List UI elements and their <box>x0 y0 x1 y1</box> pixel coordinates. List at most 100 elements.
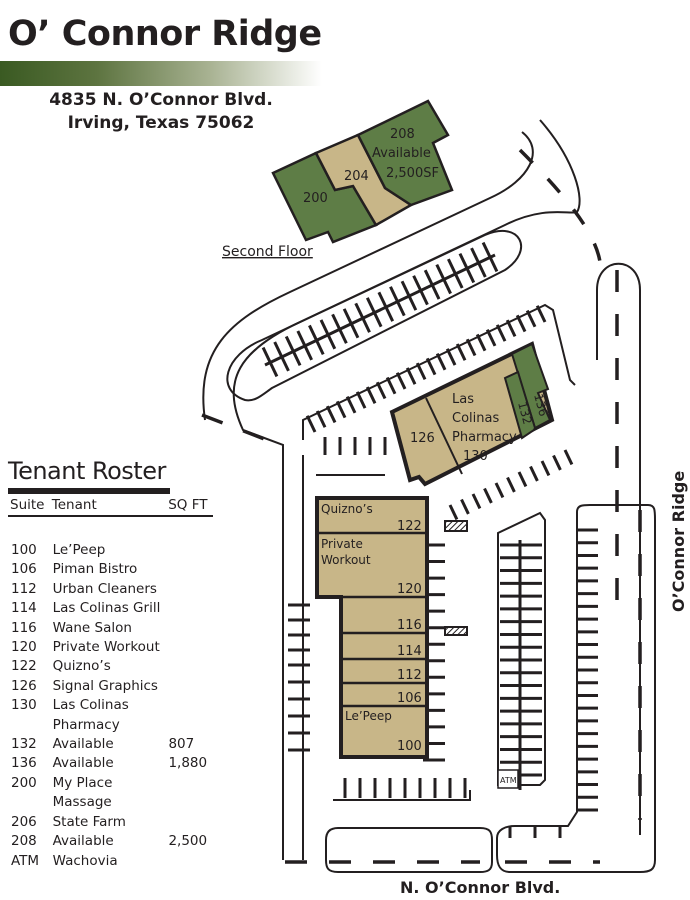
roster-sqft <box>168 599 213 618</box>
parking-stall-line <box>396 300 406 317</box>
roster-sqft <box>168 657 213 676</box>
parking-stall-line <box>284 335 295 352</box>
parking-stall-line <box>372 311 383 328</box>
parking-stall-line <box>268 361 279 378</box>
suite-208-status: Available <box>372 146 431 161</box>
parking-stall-line <box>448 504 459 521</box>
parking-stall-line <box>483 487 493 504</box>
roster-suite: 106 <box>11 561 37 578</box>
parking-stall-line <box>419 289 429 306</box>
parking-stall-line <box>430 283 441 300</box>
suite-120-label: 120 <box>397 582 422 597</box>
roster-suite: 120 <box>11 639 37 656</box>
roster-suite: 130 <box>11 697 37 714</box>
suite-114-label: 114 <box>397 644 422 659</box>
parking-stall-line <box>435 264 446 280</box>
lane-dash-diagonal <box>201 413 281 447</box>
parking-stall-line <box>305 415 317 433</box>
parking-stall-line <box>552 454 562 471</box>
roster-suite: 122 <box>11 658 37 675</box>
suite-208-label: 208 <box>390 127 415 142</box>
roster-sqft <box>168 541 213 560</box>
parking-stall-line <box>384 306 395 322</box>
parking-stall-line <box>389 286 399 302</box>
parking-stall-line <box>377 291 388 308</box>
roster-suite: 136 <box>11 755 37 772</box>
parking-stall-line <box>535 305 547 323</box>
parking-stall-line <box>525 309 537 328</box>
suite-112-label: 112 <box>397 668 422 683</box>
lot-boundary-inner <box>232 119 581 860</box>
roster-sqft <box>168 580 213 599</box>
street-label-right: O’Connor Ridge <box>669 471 688 612</box>
suite-106-label: 106 <box>397 691 422 706</box>
roster-title: Tenant Roster <box>8 457 166 485</box>
parking-stall-line <box>407 295 418 311</box>
suite-130-name-2: Colinas <box>452 411 499 426</box>
parking-stall-line <box>471 493 482 510</box>
parking-stall-line <box>261 346 272 363</box>
suite-100-name: Le’Peep <box>345 709 392 723</box>
parking-stall-line <box>395 372 407 390</box>
atm-label: ATM <box>500 776 517 785</box>
suite-130-name-3: Pharmacy <box>452 430 517 445</box>
parking-stall-line <box>563 449 574 466</box>
parking-stall-line <box>475 333 487 352</box>
building-outline <box>315 496 429 759</box>
parking-stall-line <box>319 319 330 336</box>
parking-island-bottom-left <box>325 827 493 873</box>
strip-rear-edge <box>333 790 471 801</box>
roster-sqft <box>168 560 213 579</box>
suite-208-size: 2,500SF <box>386 166 439 181</box>
parking-stall-line <box>435 352 447 371</box>
suite-130-name-1: Las <box>452 392 474 407</box>
suite-divider <box>425 397 463 475</box>
parking-stall-line <box>465 267 476 284</box>
parking-stall-line <box>506 476 516 493</box>
parking-stall-line <box>385 376 397 395</box>
parking-stall-line <box>400 280 411 297</box>
parking-stall-line <box>529 465 539 482</box>
roster-suite: 126 <box>11 677 37 694</box>
parking-stall-line <box>335 400 347 419</box>
suite-126-label: 126 <box>410 431 435 446</box>
second-floor-building <box>271 99 454 244</box>
suite-204-label: 204 <box>344 169 369 184</box>
parking-stall-line <box>415 362 427 381</box>
parking-stall-line <box>345 395 357 414</box>
parking-stall-line <box>495 324 507 342</box>
parking-stall-line <box>325 405 337 424</box>
roster-suite: 100 <box>11 542 37 558</box>
roster-title-rule <box>8 488 170 494</box>
strip-building <box>315 496 429 759</box>
parking-stall-line <box>326 333 337 350</box>
roster-suite: 132 <box>11 736 37 753</box>
parking-stall-line <box>354 302 364 319</box>
suite-208 <box>356 99 454 207</box>
roster-suite <box>11 793 53 812</box>
roster-header: Suite Tenant SQ FT <box>8 494 213 517</box>
roster-tenant: Las Colinas <box>52 697 129 714</box>
roster-suite: 200 <box>11 774 37 791</box>
roster-sqft <box>168 716 213 735</box>
pharmacy-lot-edge <box>302 303 576 440</box>
parking-stall-line <box>460 498 470 515</box>
parking-island-left <box>226 229 523 402</box>
parking-stall-line <box>517 471 528 488</box>
parking-stall-line <box>331 313 341 330</box>
parking-stall-line <box>458 252 469 269</box>
street-label-bottom: N. O’Connor Blvd. <box>400 878 560 897</box>
strip-lot-edge <box>302 455 385 860</box>
parking-stall-line <box>315 410 327 428</box>
roster-sqft: 1,880 <box>168 755 208 772</box>
suite-130-label: 130 <box>463 449 488 464</box>
roster-tenant: Available <box>52 833 114 850</box>
